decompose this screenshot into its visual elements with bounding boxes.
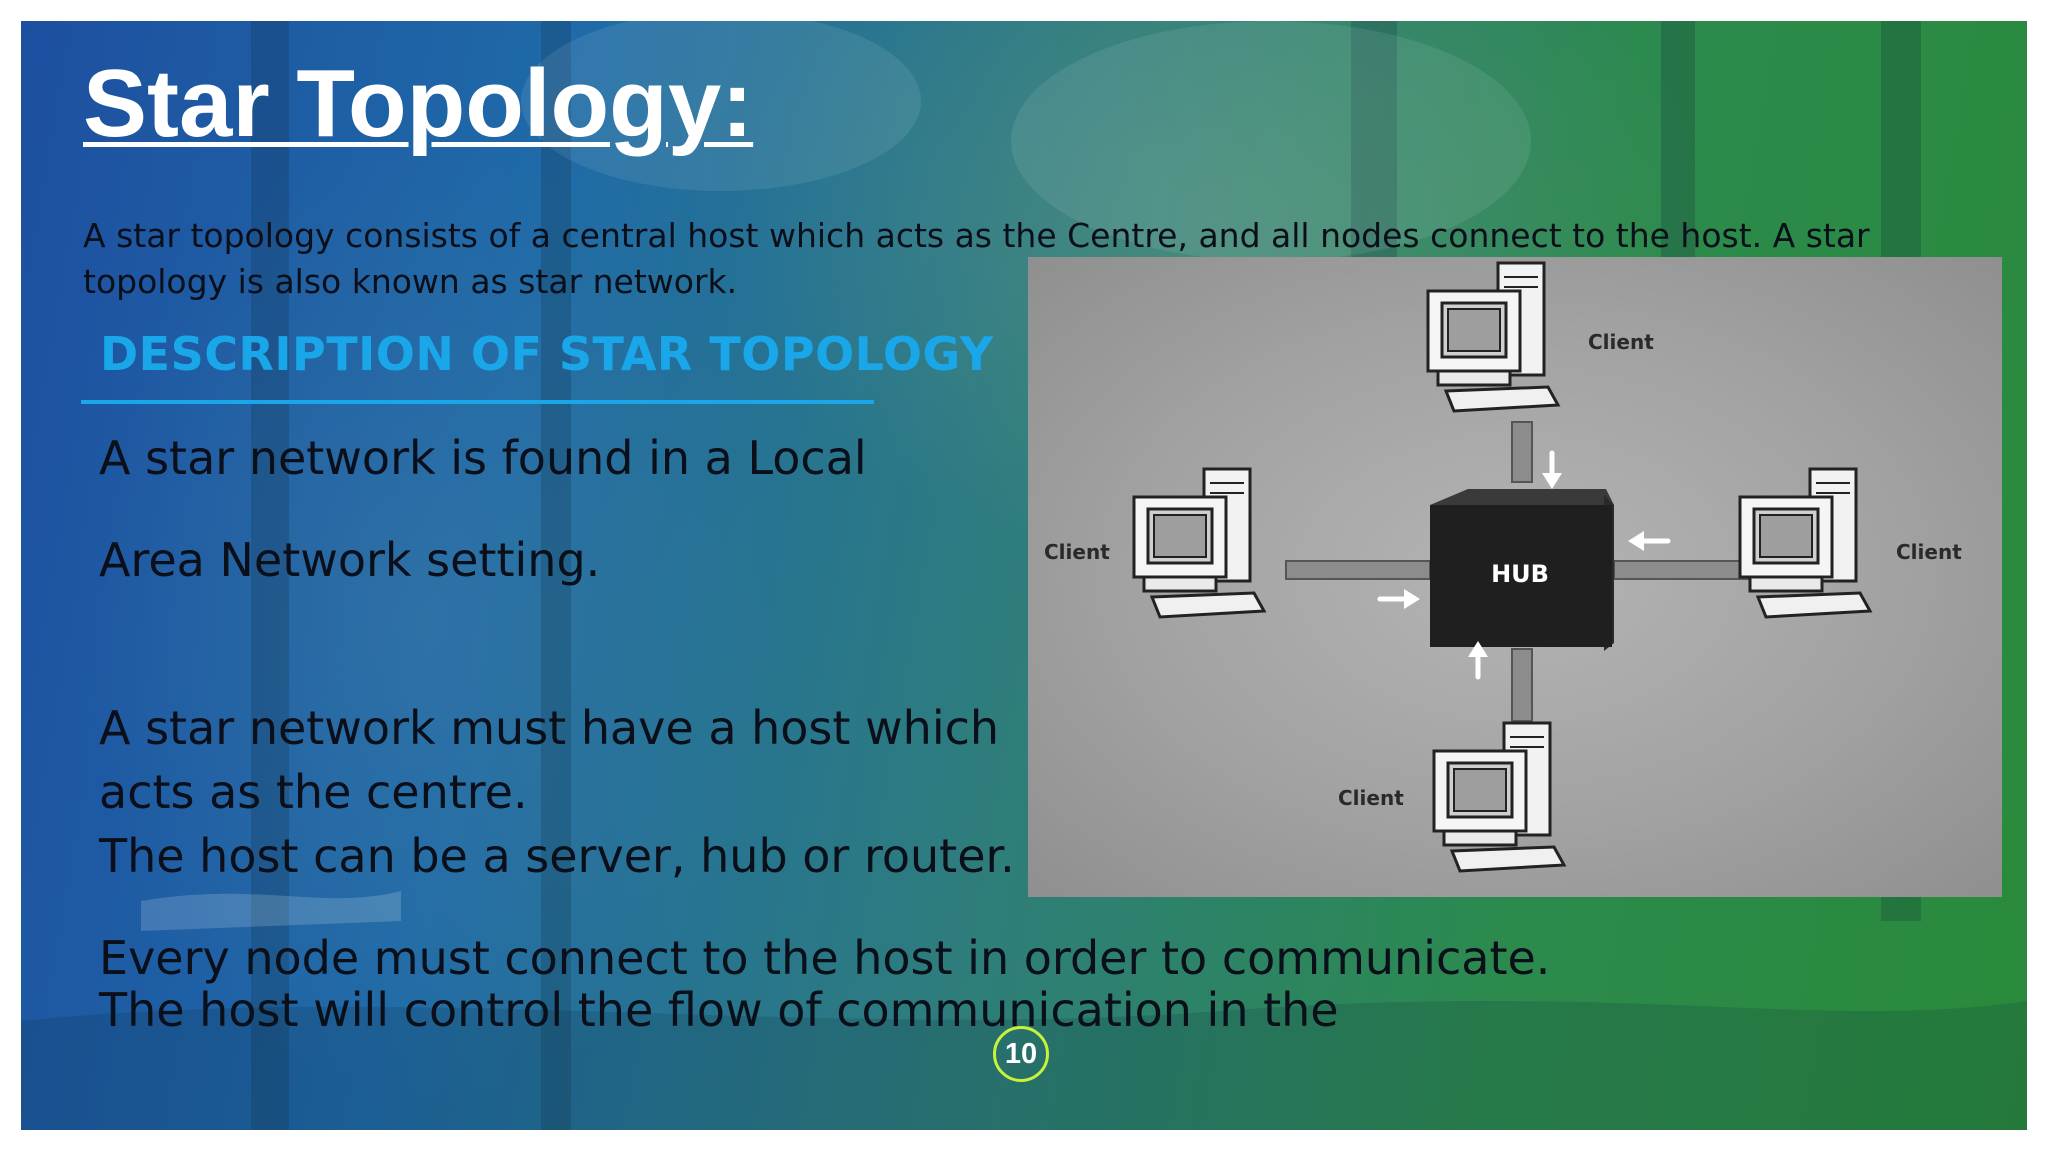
intro-paragraph: A star topology consists of a central ho… [83, 216, 1870, 301]
hub-label: HUB [1491, 560, 1549, 588]
body-line: The host will control the flow of commun… [99, 983, 1339, 1037]
arrow-up-icon [1468, 641, 1488, 680]
section-heading: DESCRIPTION OF STAR TOPOLOGY [100, 327, 994, 381]
body-line: The host can be a server, hub or router. [99, 829, 1015, 883]
top-cable [1511, 421, 1533, 483]
arrow-left-icon [1628, 531, 1671, 551]
body-line: A star network must have a host which [99, 701, 1000, 755]
client-computer-icon [1132, 467, 1266, 619]
slide-title: Star Topology: [83, 50, 754, 157]
client-computer-icon [1432, 721, 1566, 873]
client-computer-icon [1426, 261, 1560, 413]
bottom-cable [1511, 648, 1533, 722]
hub-icon [1430, 489, 1614, 651]
body-line: Area Network setting. [99, 533, 601, 587]
arrow-right-icon [1377, 589, 1420, 609]
body-line: acts as the centre. [99, 765, 528, 819]
client-label: Client [1044, 540, 1110, 564]
client-computer-icon [1738, 467, 1872, 619]
client-label: Client [1588, 330, 1654, 354]
arrow-down-icon [1542, 450, 1562, 489]
page-number: 10 [993, 1026, 1049, 1082]
star-topology-diagram: HUB [1028, 257, 2002, 897]
body-line: Every node must connect to the host in o… [99, 931, 1551, 985]
body-line: A star network is found in a Local [99, 431, 867, 485]
client-label: Client [1896, 540, 1962, 564]
left-cable [1285, 560, 1431, 580]
client-label: Client [1338, 786, 1404, 810]
heading-underline [81, 400, 874, 404]
slide: Star Topology: A star topology consists … [21, 21, 2027, 1130]
